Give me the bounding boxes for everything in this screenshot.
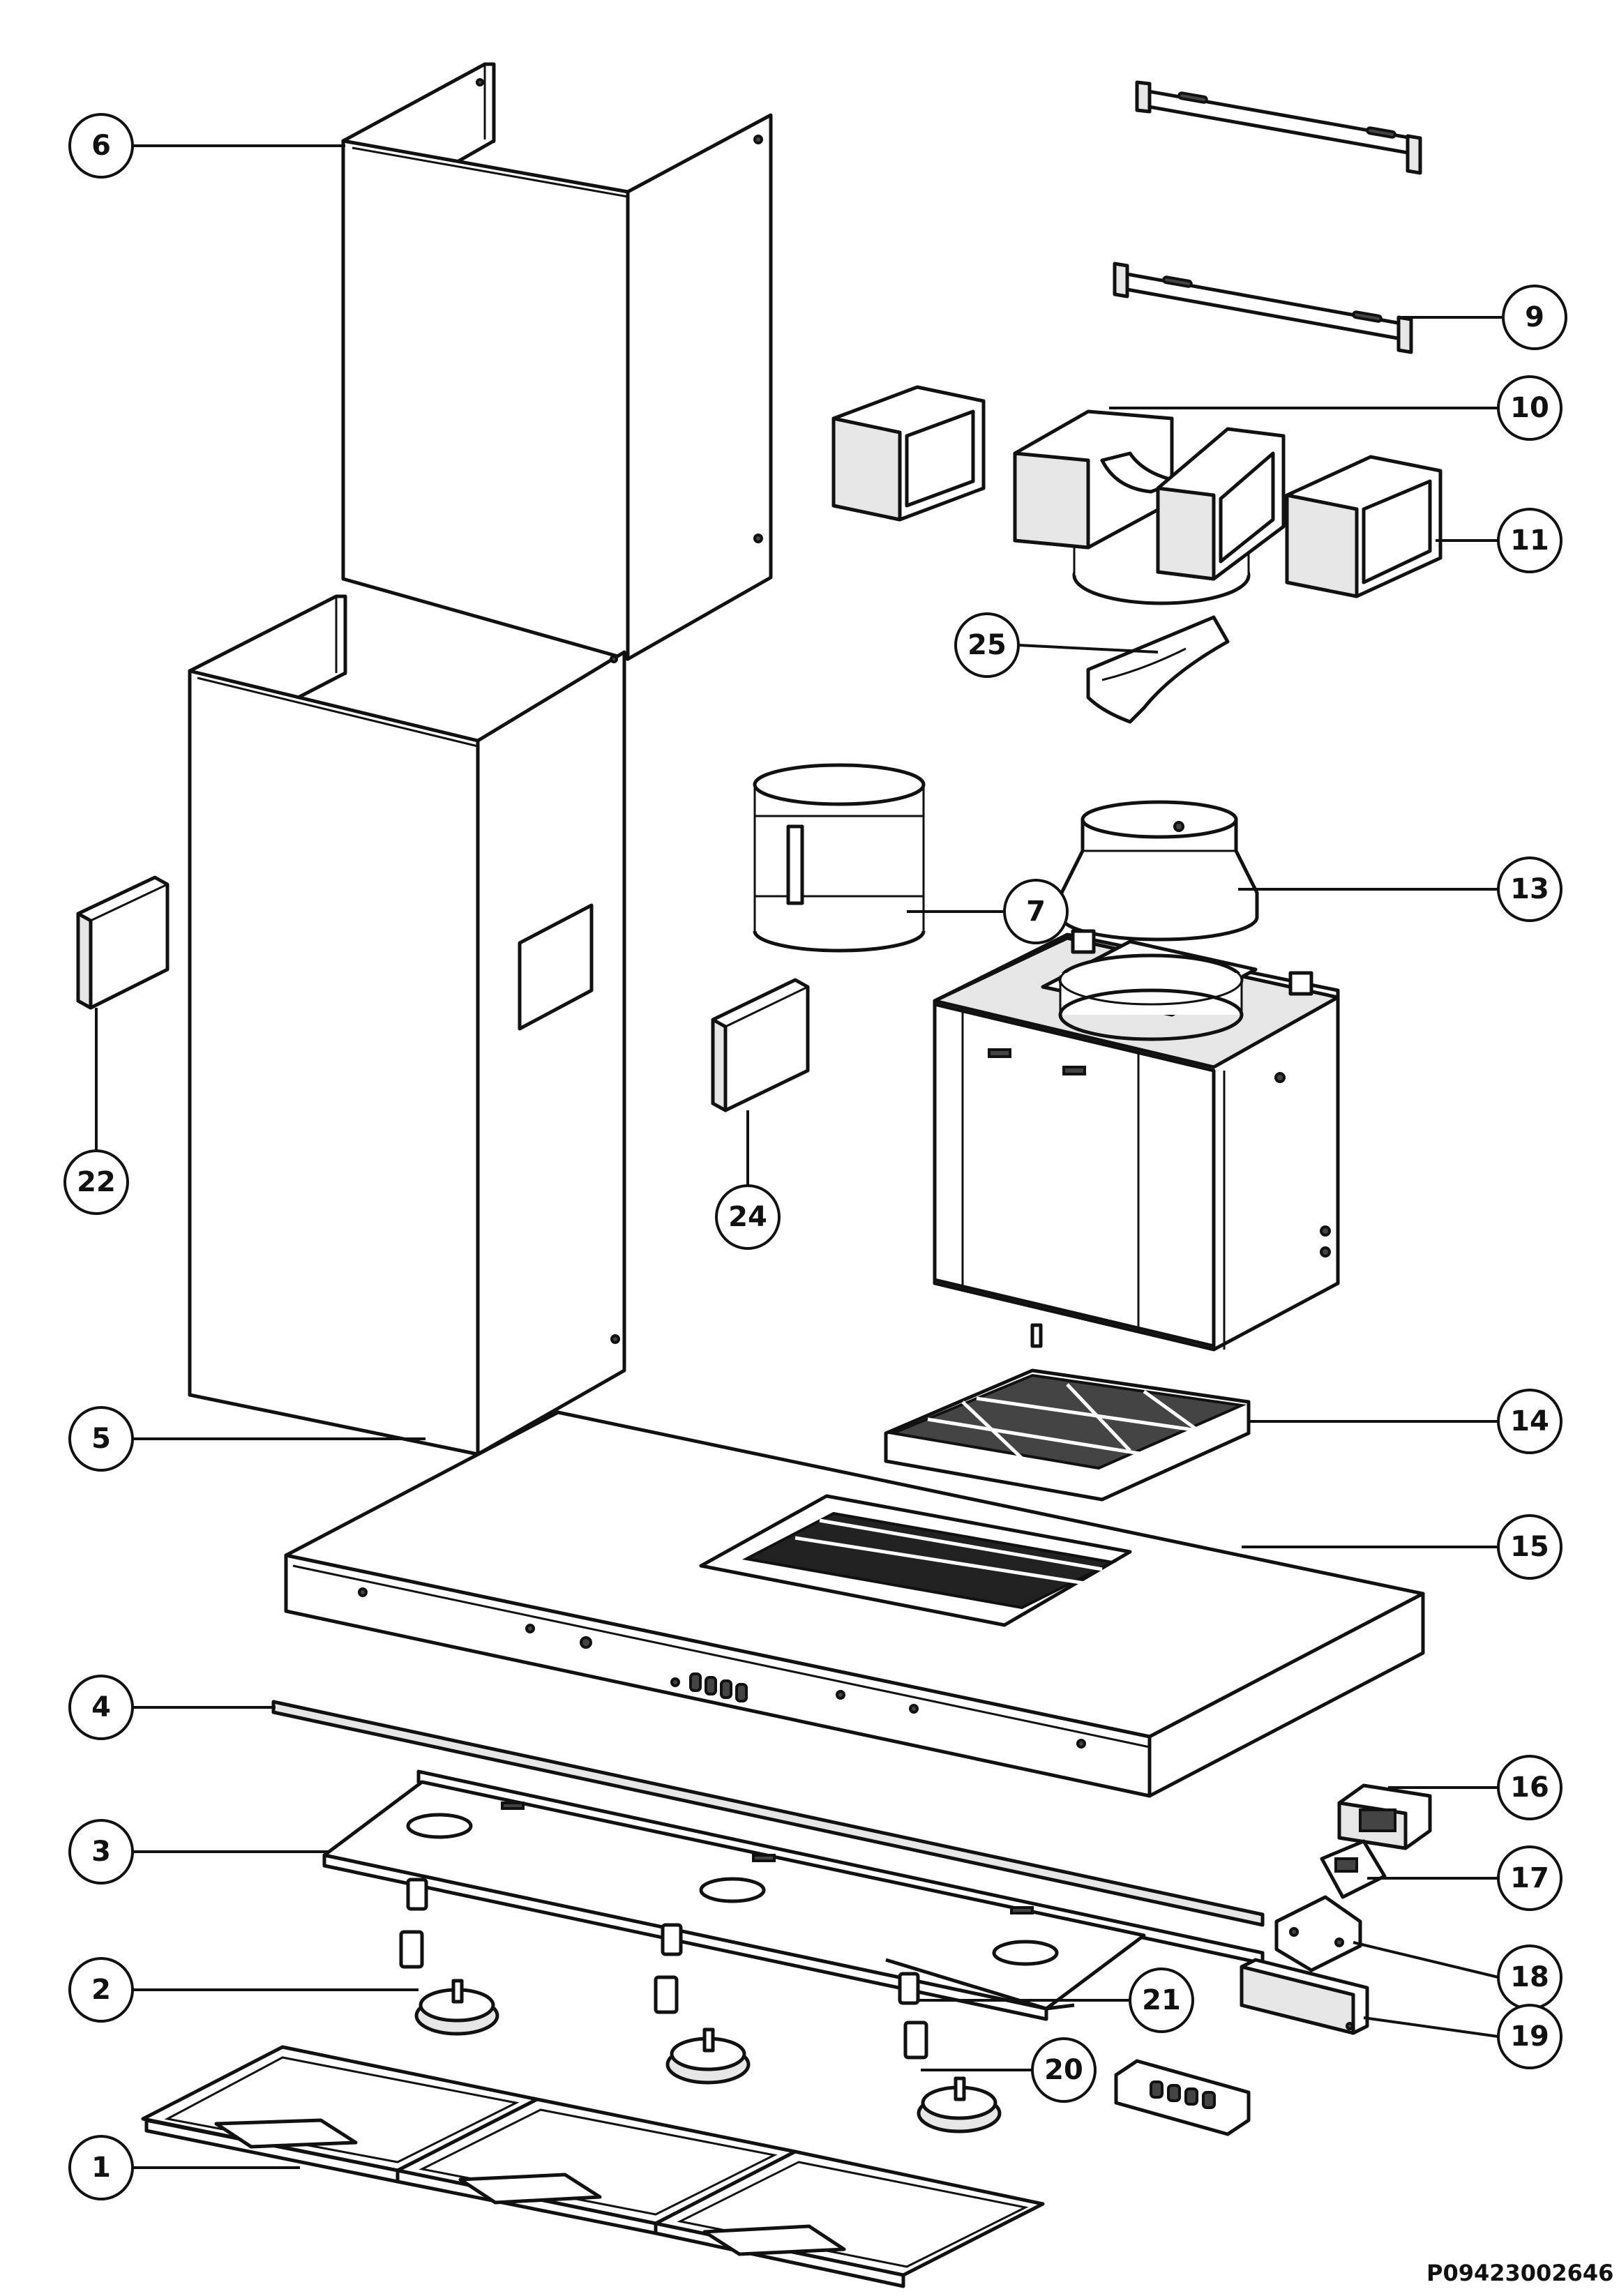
part-bracket-bottom — [1113, 262, 1413, 354]
svg-text:24: 24 — [728, 1201, 767, 1233]
svg-text:21: 21 — [1142, 1984, 1181, 2016]
part-electronic-box — [1337, 1783, 1432, 1850]
part-bracket-top — [1135, 80, 1422, 175]
part-board-cover — [1274, 1895, 1362, 1972]
callout-11: 11 — [1497, 508, 1562, 573]
callout-18: 18 — [1497, 1944, 1562, 2010]
svg-text:2: 2 — [91, 1974, 111, 2006]
callout-20: 20 — [1031, 2037, 1097, 2103]
part-clip-set — [399, 1878, 928, 2060]
svg-text:13: 13 — [1510, 873, 1549, 905]
callout-15: 15 — [1497, 1514, 1562, 1580]
svg-text:16: 16 — [1510, 1772, 1549, 1804]
callout-16: 16 — [1497, 1755, 1562, 1820]
svg-text:11: 11 — [1510, 524, 1549, 557]
part-collar — [753, 763, 926, 953]
part-circuit-board — [1320, 1839, 1387, 1899]
svg-text:14: 14 — [1510, 1405, 1549, 1437]
svg-text:6: 6 — [91, 130, 111, 162]
callout-2: 2 — [68, 1957, 134, 2023]
part-carbon-filter — [884, 1368, 1251, 1502]
drawing-code: P09423002646 — [1426, 2260, 1613, 2286]
part-cover-plate-2 — [711, 978, 810, 1112]
part-motor-housing — [933, 929, 1340, 1352]
part-grease-filters — [141, 2045, 1045, 2288]
svg-text:22: 22 — [77, 1166, 116, 1198]
part-profile — [1240, 1958, 1369, 2035]
svg-text:25: 25 — [967, 629, 1007, 661]
part-switch-panel — [1114, 2059, 1251, 2136]
part-lower-chimney — [188, 594, 626, 1456]
callout-6: 6 — [68, 113, 134, 179]
callout-19: 19 — [1497, 2004, 1562, 2069]
svg-text:4: 4 — [91, 1691, 111, 1723]
part-inner-panel — [322, 1780, 1146, 2021]
svg-text:19: 19 — [1510, 2021, 1549, 2053]
part-reducer — [1060, 800, 1259, 942]
callout-4: 4 — [68, 1675, 134, 1740]
callout-9: 9 — [1502, 285, 1567, 350]
callout-14: 14 — [1497, 1389, 1562, 1454]
part-cover-plate — [76, 875, 170, 1010]
svg-text:10: 10 — [1510, 392, 1549, 424]
part-deflector — [1086, 615, 1230, 724]
svg-text:3: 3 — [91, 1836, 111, 1868]
svg-text:15: 15 — [1510, 1531, 1549, 1563]
part-upper-chimney — [341, 62, 773, 661]
callout-21: 21 — [1129, 1968, 1194, 2033]
part-duct-right — [1285, 455, 1443, 598]
svg-text:5: 5 — [91, 1423, 111, 1455]
callout-13: 13 — [1497, 856, 1562, 922]
part-duct-adapter — [1013, 409, 1286, 605]
callout-10: 10 — [1497, 375, 1562, 441]
svg-text:1: 1 — [91, 2152, 111, 2184]
leader-lines — [95, 144, 1503, 2169]
svg-text:20: 20 — [1044, 2054, 1083, 2086]
part-lamp-set — [414, 1979, 1002, 2133]
part-hood-body — [284, 1410, 1425, 1798]
callout-17: 17 — [1497, 1845, 1562, 1911]
svg-text:18: 18 — [1510, 1961, 1549, 1993]
callout-3: 3 — [68, 1819, 134, 1885]
svg-text:7: 7 — [1026, 896, 1046, 928]
callout-25: 25 — [954, 612, 1020, 678]
svg-text:17: 17 — [1510, 1862, 1549, 1894]
callout-5: 5 — [68, 1406, 134, 1472]
callout-1: 1 — [68, 2135, 134, 2200]
callout-22: 22 — [63, 1149, 129, 1215]
part-duct-left — [831, 385, 986, 522]
callout-24: 24 — [715, 1184, 781, 1250]
callout-7: 7 — [1003, 879, 1069, 944]
svg-text:9: 9 — [1525, 301, 1544, 333]
